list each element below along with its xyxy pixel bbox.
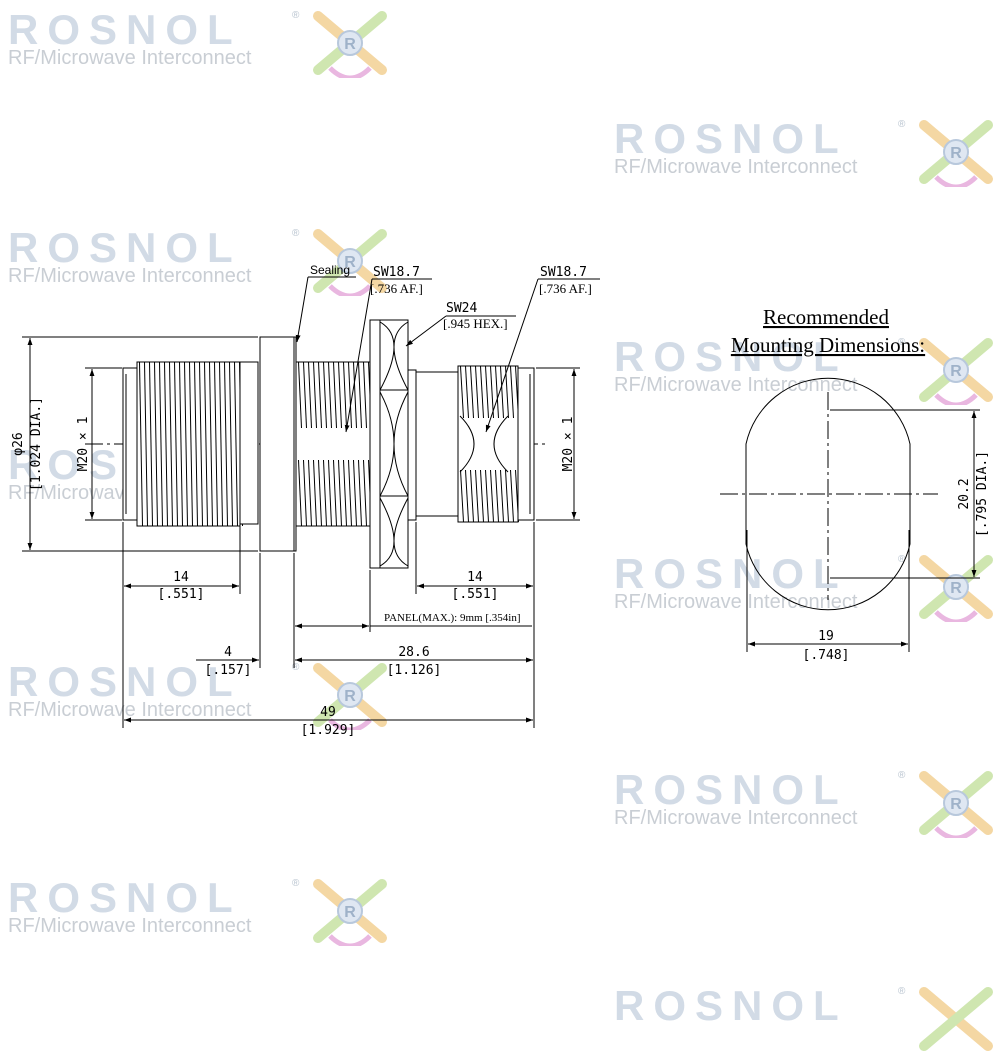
mounting-title-1: Recommended: [763, 305, 889, 329]
watermark-tagline: RF/Microwave Interconnect: [614, 591, 858, 613]
logo-letter: R: [950, 796, 962, 813]
watermark-brand: ROSNOL: [614, 115, 848, 162]
left-hex-ring: [239, 361, 259, 525]
right-thread: [457, 365, 519, 523]
logo-letter: R: [950, 145, 962, 162]
watermark-3: ROSNOL ® RF/Microwave Interconnect R: [8, 226, 388, 296]
watermark-brand: ROSNOL: [8, 6, 242, 53]
registered-mark: ®: [292, 662, 300, 673]
registered-mark: ®: [898, 119, 906, 130]
rosnol-logo-icon: R: [919, 338, 993, 405]
logo-letter: R: [344, 904, 356, 921]
watermark-7: ROSNOL ® RF/Microwave Interconnect R: [8, 660, 388, 730]
label-mount-flat-in: [.748]: [803, 648, 850, 663]
label-4: 4: [224, 645, 232, 660]
registered-mark: ®: [898, 770, 906, 781]
rosnol-logo-icon: R: [313, 229, 387, 296]
watermark-brand: ROSNOL: [614, 766, 848, 813]
flange: [259, 336, 297, 552]
mounting-title-2: Mounting Dimensions:: [731, 333, 925, 357]
label-14-left: 14: [173, 570, 189, 585]
registered-mark: ®: [898, 986, 906, 997]
watermark-brand: ROSNOL: [8, 224, 242, 271]
watermark-brand: ROSNOL: [614, 550, 848, 597]
label-sealing: Sealing: [310, 263, 350, 277]
registered-mark: ®: [292, 878, 300, 889]
watermark-tagline: RF/Microwave Interconnect: [614, 156, 858, 178]
label-sw-left-af: [.736 AF.]: [370, 281, 423, 296]
registered-mark: ®: [898, 337, 906, 348]
watermark-2: ROSNOL ® RF/Microwave Interconnect R: [614, 117, 994, 187]
label-14-right: 14: [467, 570, 483, 585]
watermark-brand: ROSNOL: [8, 658, 242, 705]
logo-letter: R: [950, 363, 962, 380]
watermark-tagline: RF/Microwave Interconnect: [8, 47, 252, 69]
label-14-left-in: [.551]: [158, 587, 205, 602]
label-4-in: [.157]: [205, 663, 252, 678]
label-49: 49: [320, 705, 336, 720]
label-dia26-in: [1.024 DIA.]: [29, 397, 44, 491]
rosnol-logo-icon: R: [313, 879, 387, 946]
label-mount-flat: 19: [818, 629, 834, 644]
watermark-1: ROSNOL ® RF/Microwave Interconnect R: [8, 8, 388, 78]
watermark-9: ROSNOL ® RF/Microwave Interconnect R: [8, 876, 388, 946]
rosnol-logo-icon: R: [919, 120, 993, 187]
shaft-thread: [295, 361, 372, 527]
label-mount-dia-in: [.795 DIA.]: [975, 451, 990, 537]
watermark-brand: ROSNOL: [614, 333, 848, 380]
mounting-cutout: [745, 377, 911, 611]
watermark-tagline: RF/Microwave Interconnect: [614, 374, 858, 396]
rosnol-logo-icon: R: [313, 11, 387, 78]
watermark-8: ROSNOL ® RF/Microwave Interconnect R: [614, 768, 994, 838]
label-49-in: [1.929]: [301, 723, 356, 738]
right-end-cap: [517, 367, 535, 521]
logo-letter: R: [950, 580, 962, 597]
left-thread: [136, 361, 243, 527]
rosnol-logo-icon: R: [919, 771, 993, 838]
registered-mark: ®: [292, 10, 300, 21]
leader-sw24: [405, 315, 447, 347]
watermark-6: ROSNOL ® RF/Microwave Interconnect R: [614, 552, 994, 622]
label-mount-dia: 20.2: [957, 478, 972, 509]
label-panel: PANEL(MAX.): 9mm [.354in]: [384, 612, 520, 624]
registered-mark: ®: [898, 554, 906, 565]
connector-drawing: Sealing SW18.7 [.736 AF.] SW24 [.945 HEX…: [11, 263, 990, 738]
label-14-right-in: [.551]: [452, 587, 499, 602]
label-sw-right: SW18.7: [540, 265, 587, 280]
watermark-tagline: RF/Microwave Interconnect: [614, 807, 858, 829]
watermark-4: ROSNOL ® RF/Microwave Interconnect R: [614, 335, 994, 405]
label-sw24: SW24: [446, 301, 477, 316]
washer: [369, 319, 381, 569]
watermark-tagline: RF/Microwave Interconnect: [8, 699, 252, 721]
label-28: 28.6: [398, 645, 429, 660]
leader-sw-right: [485, 278, 539, 433]
leader-sw-left: [344, 278, 373, 433]
logo-letter: R: [344, 254, 356, 271]
watermark-brand: ROSNOL: [8, 874, 242, 921]
label-sw24-hex: [.945 HEX.]: [443, 316, 508, 331]
label-thread-left: M20 × 1: [76, 417, 91, 472]
right-body: [415, 371, 459, 517]
label-thread-right: M20 × 1: [561, 417, 576, 472]
label-28-in: [1.126]: [387, 663, 442, 678]
label-dia26: φ26: [11, 432, 26, 455]
leader-sealing: [295, 276, 309, 343]
rosnol-logo-icon: R: [919, 555, 993, 622]
nut-collar: [407, 369, 417, 521]
watermark-tagline: RF/Microwave Interconnect: [8, 265, 252, 287]
label-sw-left: SW18.7: [373, 265, 420, 280]
registered-mark: ®: [292, 228, 300, 239]
rosnol-logo-icon: R: [313, 663, 387, 730]
logo-letter: R: [344, 688, 356, 705]
label-sw-right-af: [.736 AF.]: [539, 281, 592, 296]
logo-letter: R: [344, 36, 356, 53]
watermark-tagline: RF/Microwave Interconnect: [8, 915, 252, 937]
left-end-cap: [122, 367, 138, 521]
